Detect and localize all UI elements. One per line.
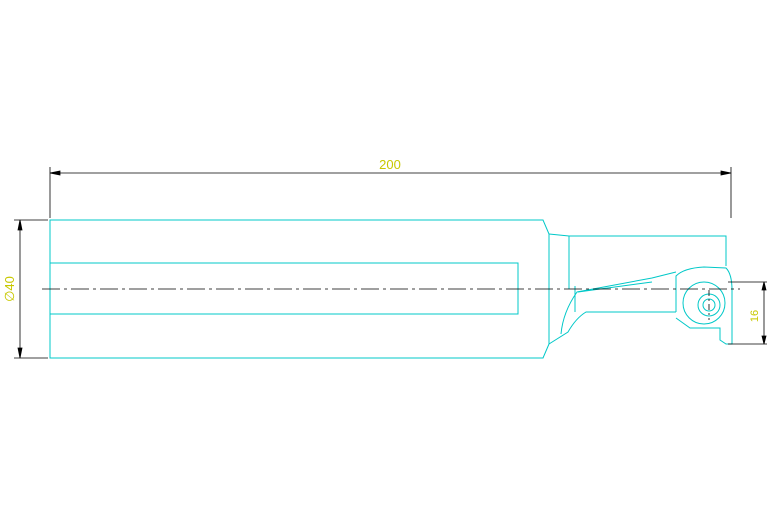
insert-outer: [682, 281, 726, 325]
insert-pocket: [675, 266, 733, 345]
height-dimension-text: 16: [749, 310, 761, 322]
diameter-arrow-top: [17, 219, 23, 231]
neck-bottom: [548, 311, 676, 345]
chip-flute: [560, 271, 677, 335]
diameter-dimension: [14, 219, 48, 359]
length-dimension: [49, 167, 732, 218]
neck-top: [548, 233, 727, 266]
flute-inner: [577, 281, 653, 293]
diameter-dimension-text: ∅40: [2, 276, 17, 302]
height-arrow-top: [761, 281, 767, 291]
length-arrow-left: [49, 170, 61, 176]
length-dimension-text: 200: [379, 157, 401, 172]
shank-channel: [50, 262, 519, 315]
length-arrow-right: [720, 170, 732, 176]
height-arrow-bottom: [761, 335, 767, 345]
diameter-arrow-bottom: [17, 347, 23, 359]
height-dimension: [728, 281, 767, 345]
